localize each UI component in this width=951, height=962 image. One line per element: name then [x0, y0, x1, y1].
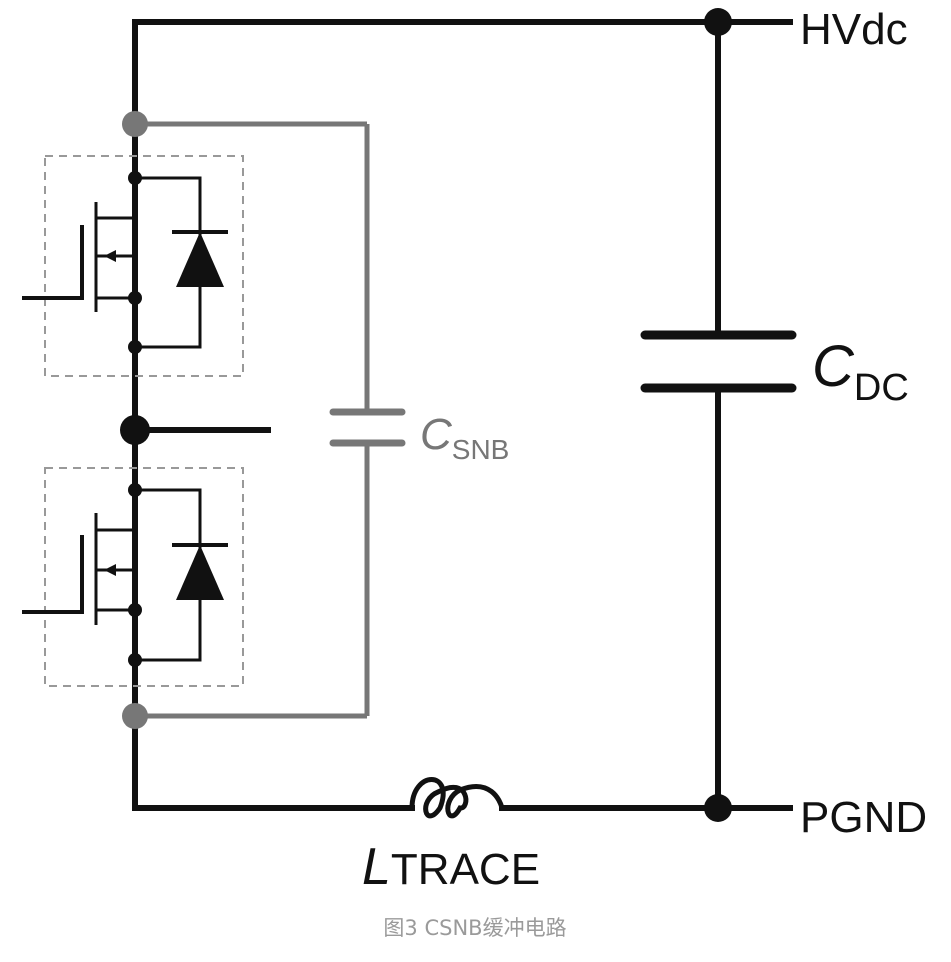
high-side-diode: [172, 230, 228, 287]
low-side-diode: [172, 543, 228, 600]
snubber-loop: [135, 121, 370, 719]
low-side-device-box: [44, 467, 244, 687]
ltrace-label-sub: TRACE: [391, 845, 540, 894]
csnb-label-main: C: [420, 410, 453, 459]
figure-caption: 图3 CSNB缓冲电路: [383, 916, 566, 940]
junction-dots: [120, 8, 732, 822]
ltrace-inductor: [409, 777, 505, 819]
cdc-label-main: C: [812, 334, 855, 399]
main-power-loop: [132, 19, 793, 811]
low-side-mosfet: [22, 488, 202, 662]
high-side-mosfet: [22, 176, 202, 349]
csnb-label-sub: SNB: [452, 434, 510, 465]
csnb-capacitor: [329, 408, 406, 447]
cdc-label-sub: DC: [854, 367, 909, 409]
high-side-device-box: [44, 155, 244, 377]
ltrace-label: LTRACE: [362, 838, 540, 896]
device-boxes: [44, 155, 244, 687]
cdc-label: CDC: [812, 334, 909, 409]
csnb-label: CSNB: [420, 410, 509, 465]
pgnd-label: PGND: [800, 793, 927, 842]
ltrace-label-main: L: [362, 838, 391, 896]
cdc-capacitor: [640, 330, 797, 393]
hvdc-label: HVdc: [800, 5, 908, 54]
